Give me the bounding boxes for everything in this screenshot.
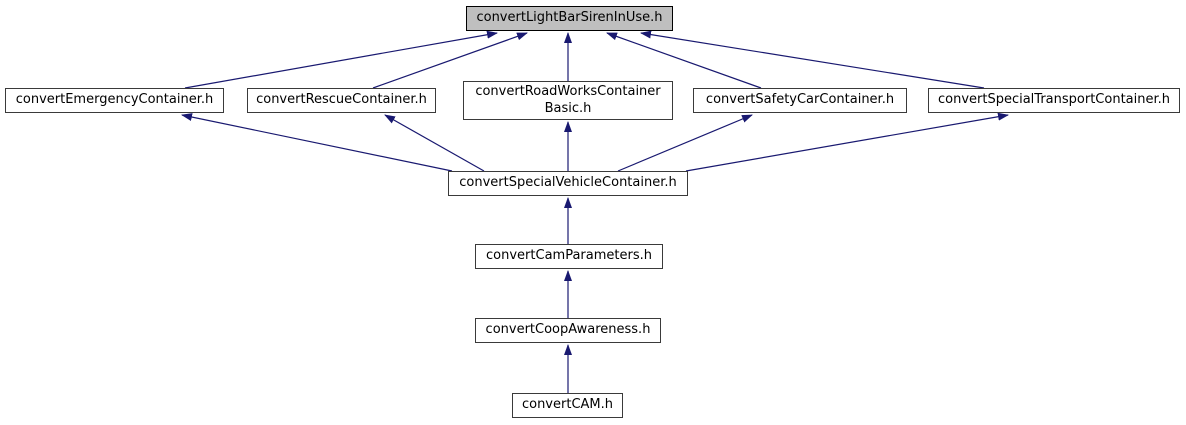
node-safetycarcontainer-label: convertSafetyCarContainer.h [705,92,895,108]
node-roadworkscontainerbasic[interactable]: convertRoadWorksContainer Basic.h [463,81,673,120]
node-lightbarsireninuse-label: convertLightBarSirenInUse.h [476,10,663,26]
node-specialtransportcontainer[interactable]: convertSpecialTransportContainer.h [928,88,1180,113]
node-rescuecontainer-label: convertRescueContainer.h [256,92,427,108]
edge-specialvehicle-to-specialtransport [685,112,1009,172]
node-camparameters-label: convertCamParameters.h [486,248,652,264]
node-specialvehiclecontainer[interactable]: convertSpecialVehicleContainer.h [448,171,688,196]
node-safetycarcontainer[interactable]: convertSafetyCarContainer.h [693,88,907,113]
edge-safetycar-to-lightbar [606,32,762,89]
node-coopawareness-label: convertCoopAwareness.h [485,322,651,338]
edge-specialvehicle-to-rescue [384,114,485,172]
node-lightbarsireninuse: convertLightBarSirenInUse.h [466,6,673,31]
edge-specialvehicle-to-safetycar [617,114,753,172]
node-coopawareness[interactable]: convertCoopAwareness.h [475,318,661,343]
edge-specialtransport-to-lightbar [640,30,985,89]
edge-specialvehicle-to-emergency [181,113,453,172]
node-cam-label: convertCAM.h [521,397,614,413]
node-specialvehiclecontainer-label: convertSpecialVehicleContainer.h [459,175,677,191]
node-cam[interactable]: convertCAM.h [512,393,623,418]
node-emergencycontainer-label: convertEmergencyContainer.h [15,92,214,108]
node-specialtransportcontainer-label: convertSpecialTransportContainer.h [937,92,1171,108]
node-camparameters[interactable]: convertCamParameters.h [475,244,663,269]
node-roadworkscontainerbasic-label: convertRoadWorksContainer Basic.h [475,84,661,116]
edge-rescue-to-lightbar [372,32,528,89]
edge-emergency-to-lightbar [184,30,498,89]
node-emergencycontainer[interactable]: convertEmergencyContainer.h [5,88,224,113]
node-rescuecontainer[interactable]: convertRescueContainer.h [247,88,436,113]
